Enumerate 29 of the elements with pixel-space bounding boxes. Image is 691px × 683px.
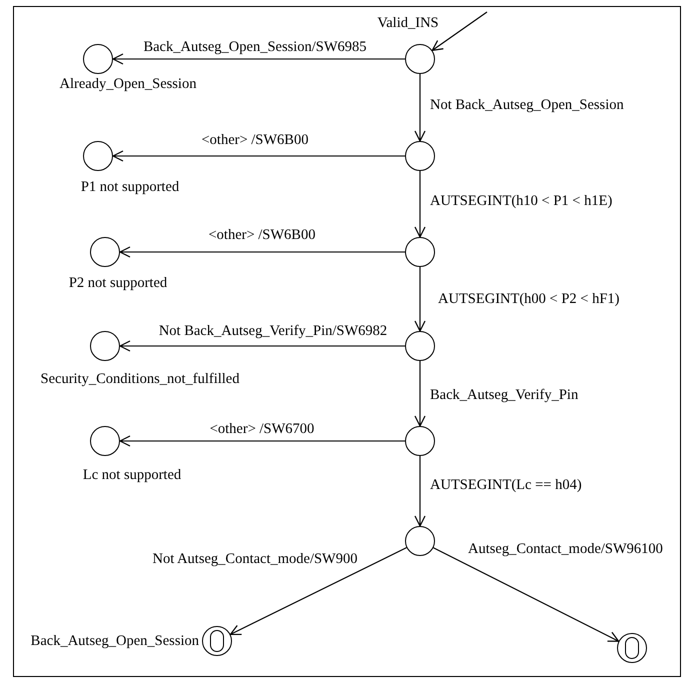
edge-label: AUTSEGINT(h00 < P2 < hF1) bbox=[438, 290, 620, 308]
edge-label: AUTSEGINT(Lc == h04) bbox=[430, 476, 582, 494]
edge-label: AUTSEGINT(h10 < P1 < h1E) bbox=[430, 192, 612, 210]
arrow bbox=[414, 171, 426, 238]
edge-label: Not Autseg_Contact_mode/SW900 bbox=[152, 550, 358, 568]
arrow bbox=[433, 547, 620, 642]
arrow bbox=[119, 340, 405, 352]
state-name: Lc not supported bbox=[82, 466, 182, 484]
arrow bbox=[112, 150, 405, 162]
state-name: P2 not supported bbox=[68, 274, 168, 292]
arrow bbox=[432, 12, 488, 51]
edge-label: Not Back_Autseg_Verify_Pin/SW6982 bbox=[158, 322, 388, 340]
arrow bbox=[119, 246, 405, 258]
edge-label: Back_Autseg_Verify_Pin bbox=[430, 386, 578, 404]
arrow bbox=[230, 547, 407, 636]
state-name: Back_Autseg_Open_Session bbox=[30, 632, 199, 650]
arrow bbox=[414, 361, 426, 427]
arrow bbox=[112, 53, 405, 65]
arrow bbox=[414, 267, 426, 332]
state-name: P1 not supported bbox=[80, 178, 180, 196]
arrow bbox=[119, 435, 405, 447]
state-name: Security_Conditions_not_fulfilled bbox=[40, 370, 240, 388]
edge-label: Not Back_Autseg_Open_Session bbox=[430, 96, 624, 114]
edge-label: Back_Autseg_Open_Session/SW6985 bbox=[143, 38, 367, 56]
edge-label: Autseg_Contact_mode/SW96100 bbox=[468, 540, 663, 558]
state-name: Valid_INS bbox=[377, 14, 439, 32]
state-name: Already_Open_Session bbox=[60, 75, 196, 93]
arrow bbox=[414, 74, 426, 142]
arrow bbox=[414, 456, 426, 527]
